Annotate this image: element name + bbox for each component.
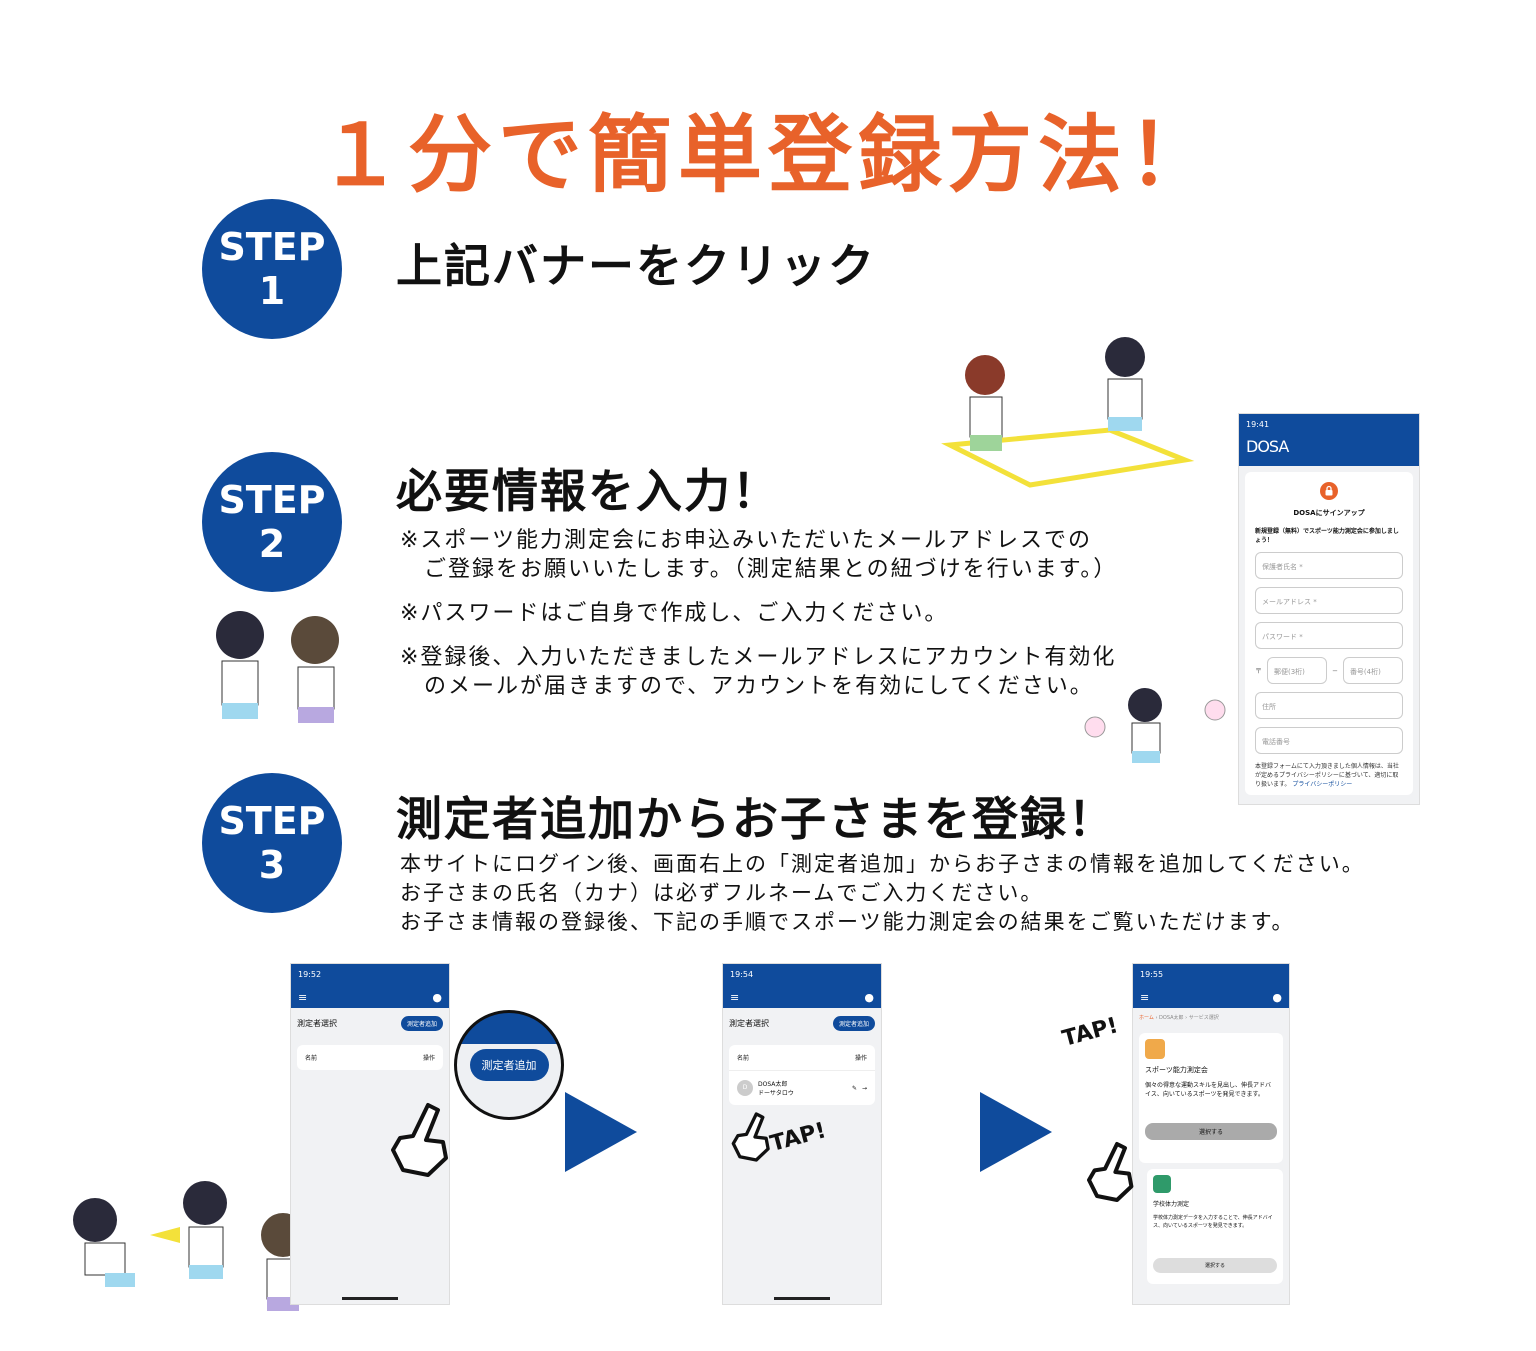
arrow-right-icon bbox=[980, 1092, 1052, 1172]
zoomed-add-member-button: 測定者追加 bbox=[469, 1049, 549, 1081]
step-1-heading: 上記バナーをクリック bbox=[396, 239, 876, 293]
phone-field[interactable]: 電話番号 bbox=[1255, 727, 1403, 754]
home-indicator bbox=[774, 1297, 830, 1300]
pointing-hand-icon bbox=[1087, 1142, 1134, 1202]
lock-icon bbox=[1320, 482, 1338, 500]
privacy-policy-link[interactable]: プライバシーポリシー bbox=[1292, 781, 1353, 788]
postal-dash: − bbox=[1332, 666, 1338, 675]
menu-icon[interactable]: ≡ bbox=[1140, 991, 1150, 1004]
avatar: D bbox=[737, 1080, 753, 1096]
status-time: 19:41 bbox=[1246, 420, 1270, 429]
status-time: 19:55 bbox=[1140, 970, 1164, 979]
account-icon[interactable]: ● bbox=[432, 991, 442, 1004]
arrow-icon[interactable]: → bbox=[861, 1084, 867, 1092]
screen-title: 測定者選択 bbox=[729, 1019, 769, 1028]
select-button[interactable]: 選択する bbox=[1145, 1123, 1277, 1140]
postal-code-2-field[interactable]: 番号(4桁) bbox=[1342, 657, 1403, 684]
col-op: 操作 bbox=[854, 1055, 867, 1062]
pointing-hand-icon bbox=[731, 1112, 770, 1162]
privacy-note: 本登録フォームにて入力頂きました個人情報は、当社が定めるプライバシーポリシーに基… bbox=[1255, 763, 1399, 788]
postal-code-1-field[interactable]: 郵便(3桁) bbox=[1267, 657, 1328, 684]
edit-icon[interactable]: ✎ bbox=[851, 1084, 857, 1092]
col-name: 名前 bbox=[737, 1055, 750, 1062]
member-name: DOSA太郎 bbox=[758, 1081, 788, 1088]
card-title: スポーツ能力測定会 bbox=[1145, 1066, 1208, 1074]
kids-playing-illustration bbox=[941, 337, 1195, 488]
postal-mark: 〒 bbox=[1255, 666, 1262, 675]
add-member-button[interactable]: 測定者追加 bbox=[832, 1016, 875, 1031]
page-title: １分で簡単登録方法！ bbox=[317, 106, 1218, 204]
breadcrumb: ホーム › DOSA太郎 › サービス選択 bbox=[1139, 1015, 1219, 1021]
email-field[interactable]: メールアドレス * bbox=[1255, 587, 1403, 614]
member-row[interactable]: D DOSA太郎ドーサタロウ ✎ → bbox=[729, 1071, 875, 1105]
select-button[interactable]: 選択する bbox=[1153, 1258, 1277, 1273]
home-indicator bbox=[342, 1297, 398, 1300]
member-kana: ドーサタロウ bbox=[758, 1090, 794, 1097]
screen-title: 測定者選択 bbox=[297, 1019, 337, 1028]
arrow-right-icon bbox=[565, 1092, 637, 1172]
step-3-notes: 本サイトにログイン後、画面右上の「測定者追加」からお子さまの情報を追加してくださ… bbox=[400, 852, 1365, 934]
card-desc: 学校体力測定データを入力することで、伸長アドバイス、向いているスポーツを発見でき… bbox=[1153, 1215, 1273, 1229]
signup-intro: 新規登録（無料）でスポーツ能力測定会に参加しましょう！ bbox=[1255, 528, 1399, 544]
tap-label: TAP! bbox=[1059, 1013, 1121, 1052]
step-2-notes: ※スポーツ能力測定会にお申込みいただいたメールアドレスでの ご登録をお願いいたし… bbox=[400, 528, 1118, 699]
col-name: 名前 bbox=[305, 1055, 318, 1062]
card-desc: 個々の得意な運動スキルを見出し、伸長アドバイス、向いているスポーツを発見できます… bbox=[1145, 1082, 1272, 1098]
account-icon[interactable]: ● bbox=[1272, 991, 1282, 1004]
zoom-magnifier: 測定者追加 bbox=[454, 1010, 564, 1120]
status-time: 19:54 bbox=[730, 970, 754, 979]
col-op: 操作 bbox=[422, 1055, 435, 1062]
kids-running-illustration bbox=[73, 1181, 305, 1311]
signup-heading: DOSAにサインアップ bbox=[1293, 509, 1365, 517]
address-field[interactable]: 住所 bbox=[1255, 692, 1403, 719]
signup-phone-screenshot: 19:41 DOSA DOSAにサインアップ 新規登録（無料）でスポーツ能力測定… bbox=[1238, 413, 1420, 805]
service-select-phone: 19:55 ≡ ● ホーム › DOSA太郎 › サービス選択 スポーツ能力測定会 … bbox=[1132, 963, 1290, 1305]
step-3-heading: 測定者追加からお子さまを登録！ bbox=[396, 792, 1116, 846]
activity-icon bbox=[1153, 1175, 1171, 1193]
guardian-name-field[interactable]: 保護者氏名 * bbox=[1255, 552, 1403, 579]
sports-test-card: スポーツ能力測定会 個々の得意な運動スキルを見出し、伸長アドバイス、向いているス… bbox=[1139, 1033, 1283, 1163]
step-2-heading: 必要情報を入力！ bbox=[396, 464, 780, 518]
menu-icon[interactable]: ≡ bbox=[298, 991, 308, 1004]
kid-sidestep-illustration bbox=[1084, 688, 1226, 763]
dosa-logo: DOSA bbox=[1246, 437, 1289, 456]
school-test-card: 学校体力測定 学校体力測定データを入力することで、伸長アドバイス、向いているスポ… bbox=[1147, 1169, 1283, 1284]
add-member-button[interactable]: 測定者追加 bbox=[400, 1016, 443, 1031]
card-title: 学校体力測定 bbox=[1153, 1201, 1190, 1208]
status-time: 19:52 bbox=[298, 970, 322, 979]
chart-icon bbox=[1145, 1039, 1165, 1059]
password-field[interactable]: パスワード * bbox=[1255, 622, 1403, 649]
pointing-hand-icon bbox=[391, 1103, 448, 1177]
account-icon[interactable]: ● bbox=[864, 991, 874, 1004]
member-select-phone-2: 19:54 ≡ ● 測定者選択 測定者追加 名前 操作 D DOSA太郎ドーサタロウ ✎… bbox=[722, 963, 882, 1305]
kids-high-five-illustration bbox=[216, 611, 339, 723]
menu-icon[interactable]: ≡ bbox=[730, 991, 740, 1004]
